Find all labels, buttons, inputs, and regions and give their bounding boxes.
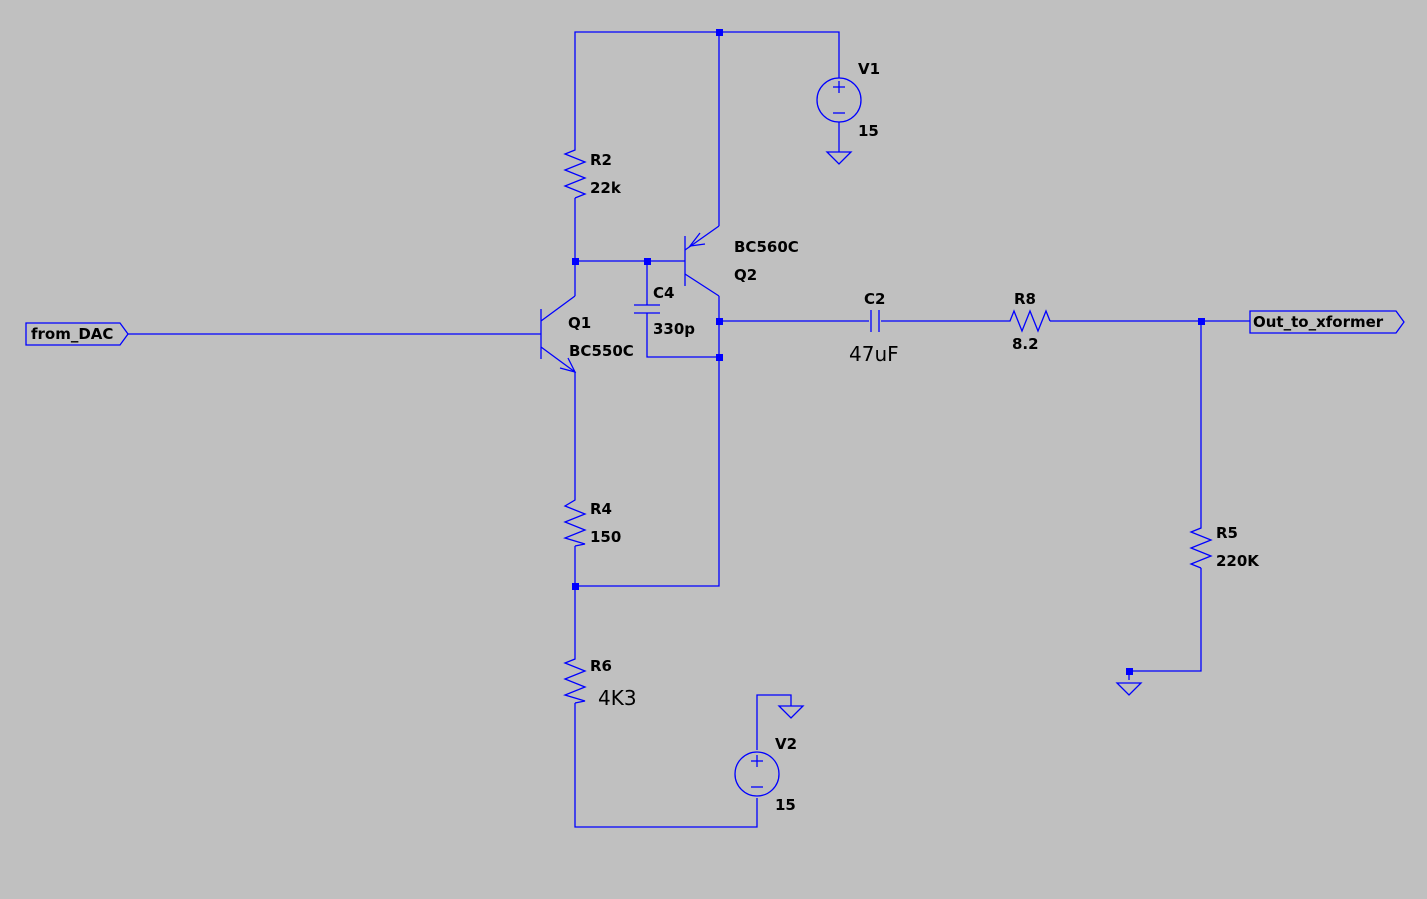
r2-resistor[interactable]: R2 22k [563, 142, 622, 199]
junction-dot [1126, 668, 1133, 675]
wire-top-rail[interactable] [574, 31, 840, 142]
r8-name: R8 [1014, 290, 1036, 308]
capacitor-icon [870, 310, 880, 332]
wire-q2-collector[interactable] [575, 296, 720, 587]
output-port-label: Out_to_xformer [1253, 313, 1384, 331]
junction-dot [716, 29, 723, 36]
wire-v2-ground[interactable] [756, 694, 792, 750]
output-port[interactable]: Out_to_xformer [1249, 310, 1405, 334]
q1-transistor[interactable]: Q1 BC550C [540, 295, 634, 373]
c4-capacitor[interactable]: C4 330p [634, 284, 695, 338]
resistor-icon [563, 142, 587, 199]
r4-name: R4 [590, 500, 612, 518]
resistor-icon [563, 496, 587, 547]
q2-value: BC560C [734, 238, 799, 256]
r4-value: 150 [590, 528, 621, 546]
npn-transistor-icon [540, 295, 577, 373]
input-port-label: from_DAC [31, 325, 113, 343]
v1-value: 15 [858, 122, 879, 140]
v2-voltage-source[interactable]: V2 15 [734, 735, 797, 814]
r6-resistor[interactable]: R6 4K3 [563, 655, 637, 710]
r8-resistor[interactable]: R8 8.2 [1002, 290, 1051, 353]
v1-voltage-source[interactable]: V1 15 [816, 60, 880, 140]
wires [128, 31, 1250, 828]
junction-dot [572, 258, 579, 265]
q2-name: Q2 [734, 266, 757, 284]
wire-r5-ground[interactable] [1128, 568, 1202, 680]
junction-dot [572, 583, 579, 590]
resistor-icon [1189, 520, 1213, 569]
c2-capacitor[interactable]: C2 47uF [849, 290, 899, 366]
junctions [572, 29, 1205, 675]
c4-value: 330p [653, 320, 695, 338]
resistor-icon [1002, 309, 1051, 333]
input-port[interactable]: from_DAC [25, 322, 129, 346]
junction-dot [1198, 318, 1205, 325]
v2-name: V2 [775, 735, 797, 753]
junction-dot [716, 318, 723, 325]
r4-resistor[interactable]: R4 150 [563, 496, 621, 547]
r8-value: 8.2 [1012, 335, 1039, 353]
r5-value: 220K [1216, 552, 1260, 570]
r5-resistor[interactable]: R5 220K [1189, 520, 1260, 570]
wire-c4-bottom[interactable] [646, 313, 719, 358]
junction-dot [644, 258, 651, 265]
capacitor-icon [634, 304, 660, 314]
r2-name: R2 [590, 151, 612, 169]
v1-name: V1 [858, 60, 880, 78]
r5-name: R5 [1216, 524, 1238, 542]
junction-dot [716, 354, 723, 361]
pnp-transistor-icon [684, 225, 720, 297]
v2-value: 15 [775, 796, 796, 814]
r2-value: 22k [590, 179, 622, 197]
c4-name: C4 [653, 284, 674, 302]
q1-value: BC550C [569, 342, 634, 360]
c2-value: 47uF [849, 342, 899, 366]
ground-icon [777, 705, 805, 719]
ground-icon [825, 151, 853, 165]
ground-icon [1115, 682, 1143, 696]
r6-name: R6 [590, 657, 612, 675]
voltage-source-icon [816, 77, 862, 123]
resistor-icon [563, 655, 587, 704]
q1-name: Q1 [568, 314, 591, 332]
q2-transistor[interactable]: BC560C Q2 [684, 225, 799, 297]
wire-r6-v2[interactable] [574, 703, 758, 828]
r6-value: 4K3 [598, 686, 637, 710]
voltage-source-icon [734, 751, 780, 797]
c2-name: C2 [864, 290, 885, 308]
